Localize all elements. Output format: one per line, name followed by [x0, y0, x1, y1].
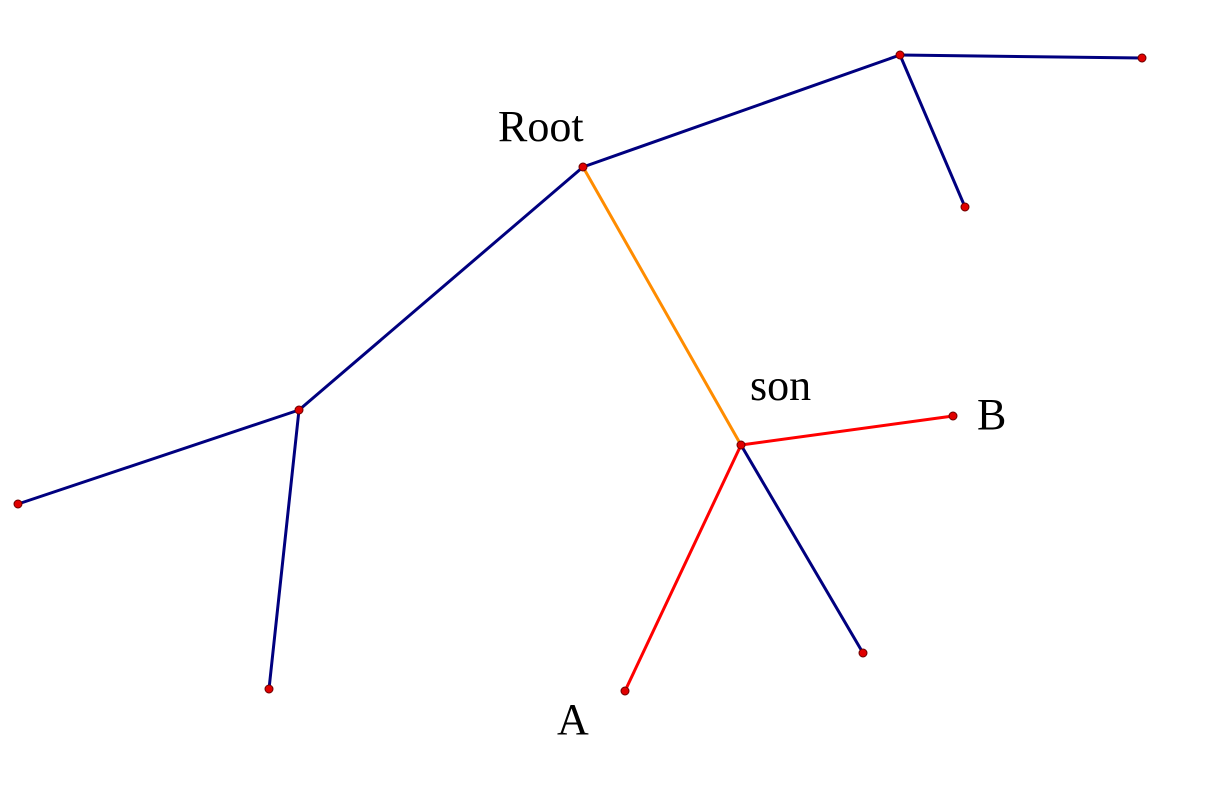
node-a: [620, 686, 630, 696]
node-son-leaf: [858, 648, 868, 658]
node-top-right-leaf-2: [960, 202, 970, 212]
node-left-leaf-1: [13, 499, 23, 509]
edge-top-right-branch-to-top-right-leaf-1: [898, 53, 1144, 60]
nodes-layer: [13, 50, 1147, 696]
edge-root-to-top-right-branch: [581, 53, 902, 169]
edge-top-right-branch-to-top-right-leaf-2: [898, 53, 967, 209]
b-label: B: [977, 390, 1006, 439]
edge-left-branch-to-left-leaf-2: [267, 408, 301, 691]
edge-root-to-son: [581, 165, 743, 447]
edge-left-branch-to-left-leaf-1: [16, 408, 301, 506]
edge-son-to-b: [739, 414, 955, 447]
edge-son-to-son-leaf: [739, 443, 865, 655]
son-label: son: [750, 361, 811, 410]
node-top-right-leaf-1: [1137, 53, 1147, 63]
node-left-leaf-2: [264, 684, 274, 694]
node-left-branch: [294, 405, 304, 415]
node-top-right-branch: [895, 50, 905, 60]
edges-layer: [16, 53, 1144, 693]
labels-layer: Root son B A: [498, 102, 1006, 744]
a-label: A: [557, 695, 589, 744]
edge-root-to-left-branch: [297, 165, 585, 412]
root-label: Root: [498, 102, 584, 151]
node-b: [948, 411, 958, 421]
edge-son-to-a: [623, 443, 743, 693]
node-root: [578, 162, 588, 172]
node-son: [736, 440, 746, 450]
